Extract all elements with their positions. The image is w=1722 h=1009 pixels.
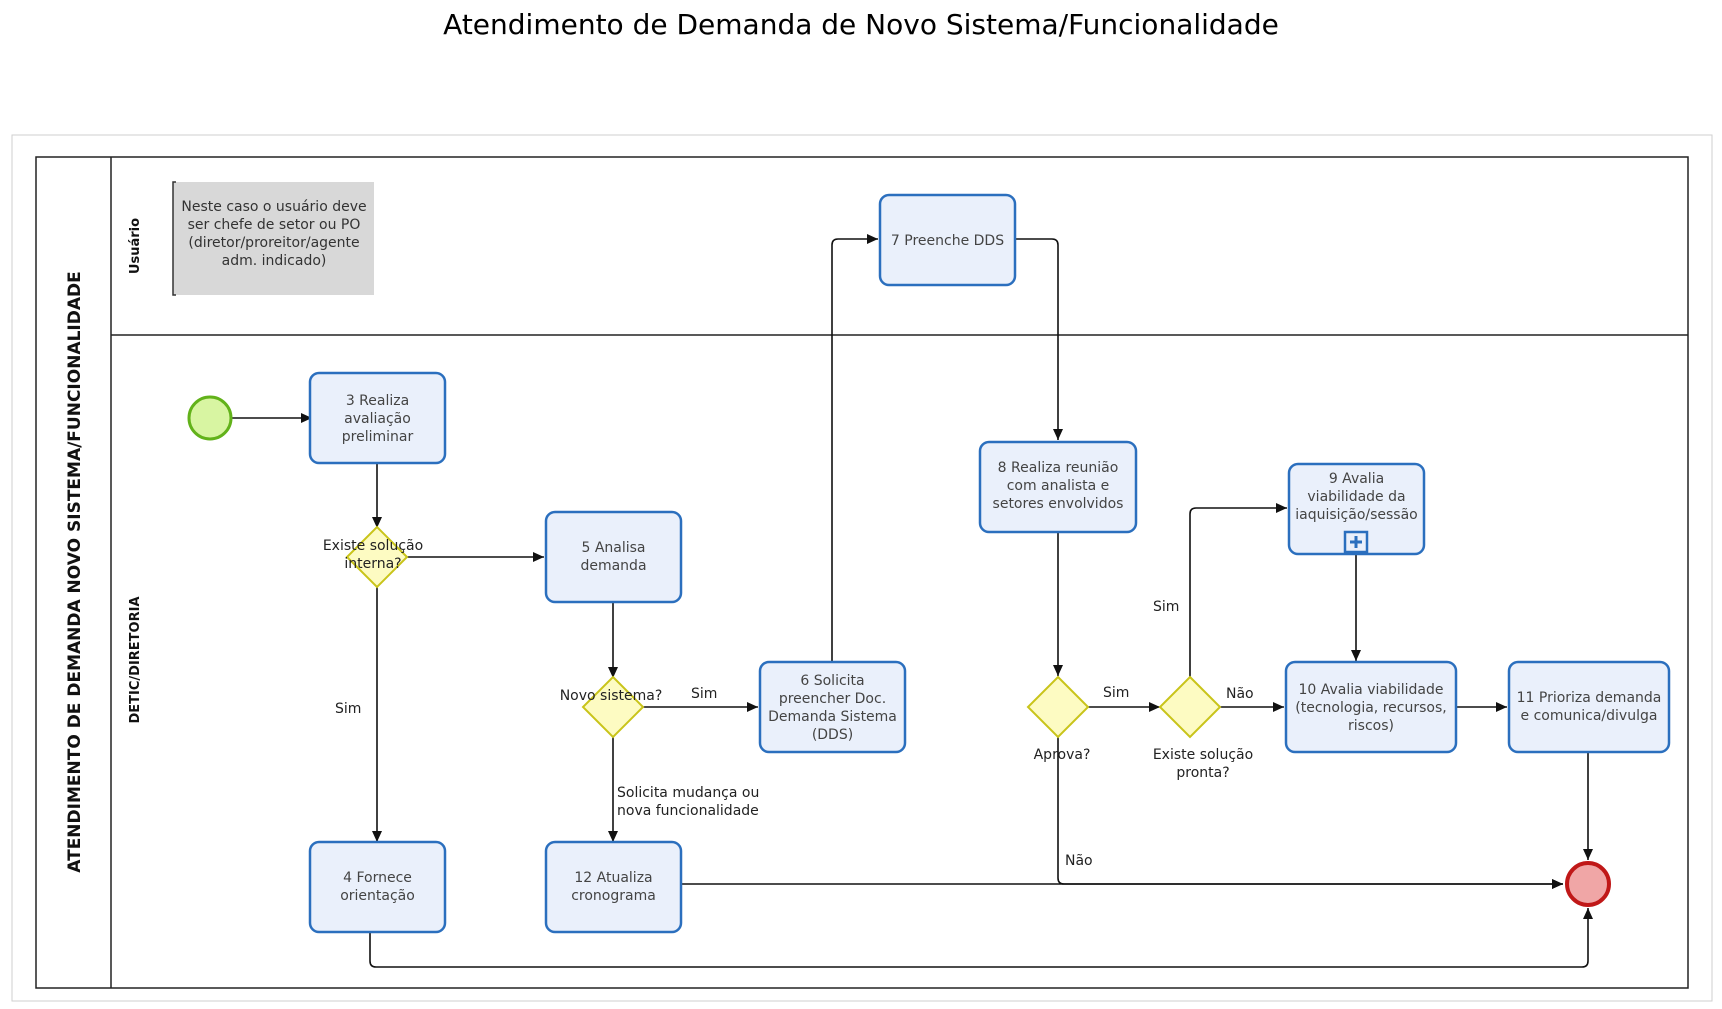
flow-label-sim-g2: Sim <box>691 686 717 702</box>
task-10[interactable]: 10 Avalia viabilidade (tecnologia, recurs… <box>1284 660 1458 754</box>
gateway-2-label-line: Novo sistema? <box>560 688 663 704</box>
flow-g4-to-9 <box>1189 503 1287 677</box>
task-12-label-line: 12 Atualiza <box>574 870 652 886</box>
flow-4-to-end <box>369 908 1593 968</box>
task-8-label-line: setores envolvidos <box>993 496 1124 512</box>
task-4-label-line: orientação <box>340 888 415 904</box>
pool-title: ATENDIMENTO DE DEMANDA NOVO SISTEMA/FUNC… <box>65 271 85 872</box>
task-6-label-line: (DDS) <box>812 727 853 743</box>
flow-label-nao-g4-line: Não <box>1226 686 1254 702</box>
task-11[interactable]: 11 Prioriza demanda e comunica/divulga <box>1507 660 1671 754</box>
task-4-label: 4 Fornece orientação <box>340 870 415 904</box>
task-10-label-line: riscos) <box>1348 718 1394 734</box>
task-10-label-line: (tecnologia, recursos, <box>1295 700 1446 716</box>
task-8-label-line: 8 Realiza reunião <box>998 460 1119 476</box>
task-12[interactable]: 12 Atualiza cronograma <box>544 840 683 934</box>
gateway-1-label-line: Existe solução <box>323 538 423 554</box>
task-5-label-line: 5 Analisa <box>581 540 645 556</box>
task-4-label-line: 4 Fornece <box>343 870 412 886</box>
note-text-line: (diretor/proreitor/agente <box>188 235 359 251</box>
task-3-label: 3 Realiza avaliação preliminar <box>342 393 414 445</box>
gateway-2[interactable] <box>581 675 645 739</box>
task-8[interactable]: 8 Realiza reunião com analista e setores e… <box>978 440 1138 534</box>
page-title: Atendimento de Demanda de Novo Sistema/F… <box>443 8 1279 41</box>
gateway-3-label-line: Aprova? <box>1034 747 1091 763</box>
task-6-label: 6 Solicita preencher Doc. Demanda Sistema (… <box>768 673 897 743</box>
gateway-1-label: Existe solução interna? <box>323 538 423 572</box>
task-11-label-line: 11 Prioriza demanda <box>1517 690 1662 706</box>
task-8-label: 8 Realiza reunião com analista e setores e… <box>993 460 1124 512</box>
lane-title-detic: DETIC/DIRETORIA <box>128 596 143 723</box>
gateway-2-label: Novo sistema? <box>560 688 663 704</box>
note-text-line: ser chefe de setor ou PO <box>188 217 361 233</box>
task-11-label: 11 Prioriza demanda e comunica/divulga <box>1517 690 1662 724</box>
task-6-label-line: Demanda Sistema <box>768 709 897 725</box>
gateway-4-label-line: Existe solução <box>1153 747 1253 763</box>
flow-label-sim-g1: Sim <box>335 701 361 717</box>
flow-label-sim-g2-line: Sim <box>691 686 717 702</box>
task-5[interactable]: 5 Analisa demanda <box>544 510 683 604</box>
task-3-label-line: 3 Realiza <box>346 393 409 409</box>
annotation-note: Neste caso o usuário deve ser chefe de se… <box>172 181 374 296</box>
task-9-label-line: iaquisição/sessão <box>1295 507 1418 523</box>
task-3-label-line: preliminar <box>342 429 414 445</box>
flow-label-sim-g3-line: Sim <box>1103 685 1129 701</box>
lane-title-usuario: Usuário <box>128 218 143 274</box>
task-7[interactable]: 7 Preenche DDS <box>878 193 1017 287</box>
task-5-label: 5 Analisa demanda <box>580 540 646 574</box>
gateway-1[interactable] <box>345 525 409 589</box>
flow-label-solicita: Solicita mudança ou nova funcionalidade <box>617 785 759 819</box>
task-11-label-line: e comunica/divulga <box>1521 708 1658 724</box>
flow-label-sim-g1-line: Sim <box>335 701 361 717</box>
start-event-icon <box>187 395 233 441</box>
flow-label-nao-g3: Não <box>1065 853 1093 869</box>
task-6-label-line: 6 Solicita <box>800 673 864 689</box>
task-8-label-line: com analista e <box>1007 478 1110 494</box>
flow-label-sim-g4: Sim <box>1153 599 1179 615</box>
flow-label-nao-g3-line: Não <box>1065 853 1093 869</box>
gateway-1-label-line: interna? <box>344 556 401 572</box>
flow-label-sim-g4-line: Sim <box>1153 599 1179 615</box>
gateway-3-label: Aprova? <box>1034 747 1091 763</box>
task-7-label-line: 7 Preenche DDS <box>891 233 1004 249</box>
gateway-4[interactable] <box>1158 675 1222 739</box>
task-5-label-line: demanda <box>580 558 646 574</box>
gateway-3[interactable] <box>1026 675 1090 739</box>
task-10-label-line: 10 Avalia viabilidade <box>1299 682 1444 698</box>
task-12-label: 12 Atualiza cronograma <box>571 870 656 904</box>
flow-7-to-8 <box>1016 238 1063 440</box>
flow-label-sim-g3: Sim <box>1103 685 1129 701</box>
note-text-line: adm. indicado) <box>222 253 327 269</box>
task-6[interactable]: 6 Solicita preencher Doc. Demanda Sistema (… <box>758 660 907 754</box>
gateway-4-label-line: pronta? <box>1176 765 1229 781</box>
subprocess-plus-icon[interactable] <box>1343 530 1369 554</box>
flow-label-nao-g4: Não <box>1226 686 1254 702</box>
task-10-label: 10 Avalia viabilidade (tecnologia, recurs… <box>1295 682 1446 734</box>
flow-label-solicita-line: Solicita mudança ou <box>617 785 759 801</box>
task-9-label-line: 9 Avalia <box>1329 471 1384 487</box>
task-9[interactable]: 9 Avalia viabilidade da iaquisição/sessão <box>1287 462 1426 556</box>
task-4[interactable]: 4 Fornece orientação <box>308 840 447 934</box>
task-7-label: 7 Preenche DDS <box>891 233 1004 249</box>
end-event-icon <box>1565 861 1611 907</box>
sequence-flows <box>232 234 1593 968</box>
note-text: Neste caso o usuário deve ser chefe de se… <box>181 199 366 269</box>
task-3-label-line: avaliação <box>344 411 411 427</box>
gateway-4-label: Existe solução pronta? <box>1153 747 1253 781</box>
task-6-label-line: preencher Doc. <box>779 691 886 707</box>
flow-label-solicita-line: nova funcionalidade <box>617 803 759 819</box>
task-12-label-line: cronograma <box>571 888 656 904</box>
flow-6-to-7 <box>831 234 878 662</box>
task-3[interactable]: 3 Realiza avaliação preliminar <box>308 371 447 465</box>
task-9-label-line: viabilidade da <box>1307 489 1405 505</box>
note-text-line: Neste caso o usuário deve <box>181 199 366 215</box>
task-9-label: 9 Avalia viabilidade da iaquisição/sessão <box>1295 471 1418 523</box>
